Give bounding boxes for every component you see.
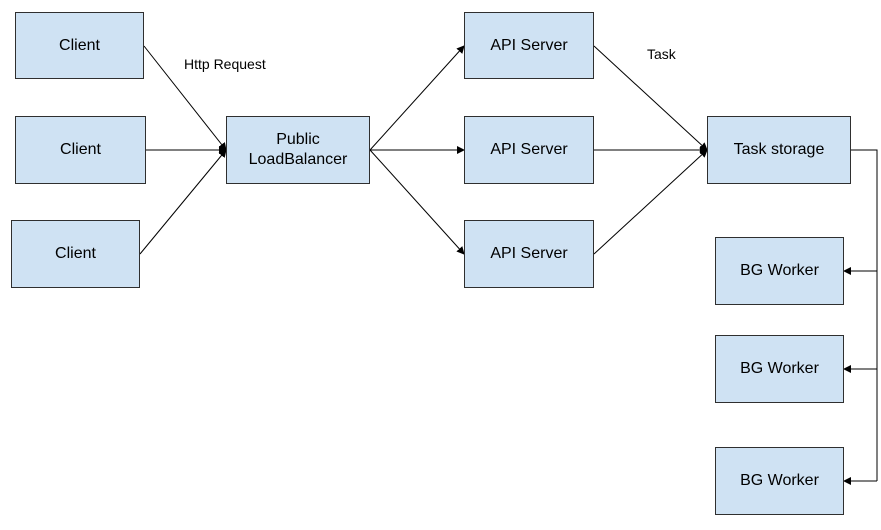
load-balancer-label-line-2: LoadBalancer	[248, 151, 348, 168]
edge-load-balancer-to-api-server-3	[369, 149, 465, 255]
api-server-node-1-label: API Server	[490, 36, 568, 54]
bg-worker-node-1[interactable]: BG Worker	[715, 237, 844, 305]
client-node-3-label: Client	[55, 245, 96, 262]
api-server-node-2-label: API Server	[490, 141, 568, 158]
api-server-node-2[interactable]: API Server	[464, 116, 594, 184]
task-storage-node[interactable]: Task storage	[707, 116, 851, 184]
bg-worker-node-3-label: BG Worker	[740, 472, 819, 489]
bg-worker-node-2[interactable]: BG Worker	[715, 335, 844, 403]
load-balancer-node[interactable]: Public LoadBalancer	[226, 116, 370, 184]
edge-api-server-3-to-task-storage	[593, 149, 708, 255]
client-node-2[interactable]: Client	[15, 116, 146, 184]
edge-api-server-1-to-task-storage	[593, 45, 708, 151]
task-edge-label: Task	[647, 46, 676, 62]
client-node-2-label: Client	[60, 141, 101, 158]
task-storage-label: Task storage	[733, 141, 825, 158]
api-server-node-3[interactable]: API Server	[464, 220, 594, 288]
client-node-3[interactable]: Client	[11, 220, 140, 288]
client-node-1[interactable]: Client	[15, 12, 144, 79]
edge-load-balancer-to-api-server-1	[369, 45, 465, 151]
http-request-edge-label: Http Request	[184, 56, 266, 72]
api-server-node-1[interactable]: API Server	[464, 12, 594, 79]
bg-worker-node-2-label: BG Worker	[740, 360, 819, 377]
edge-task-storage-trunk	[851, 149, 878, 481]
load-balancer-label-line-1: Public	[276, 131, 320, 148]
bg-worker-node-1-label: BG Worker	[740, 262, 819, 279]
api-server-node-3-label: API Server	[490, 245, 568, 262]
client-node-1-label: Client	[59, 36, 100, 54]
edge-client-3-to-load-balancer	[139, 149, 227, 255]
edge-client-1-to-load-balancer	[143, 45, 227, 151]
bg-worker-node-3[interactable]: BG Worker	[715, 447, 844, 515]
